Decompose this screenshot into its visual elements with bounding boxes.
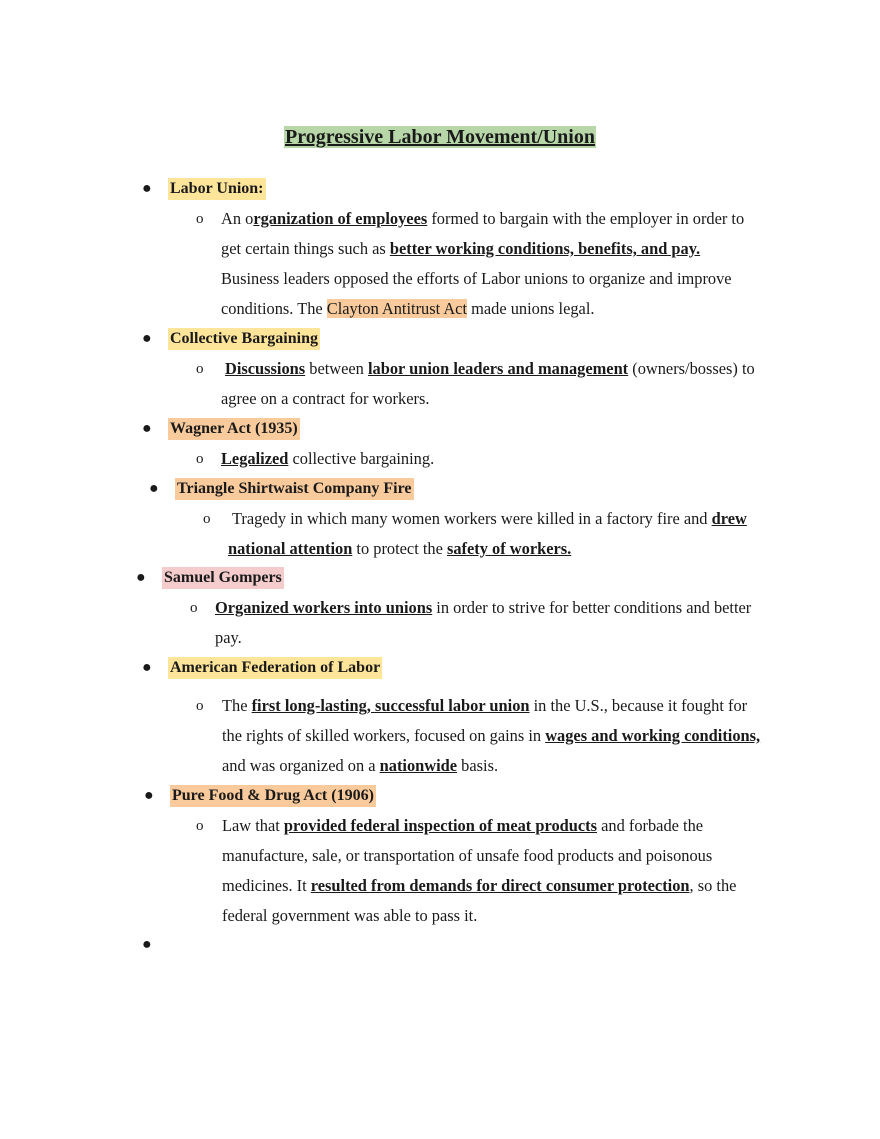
bullet-dot: ●	[136, 569, 146, 586]
sub-bullet: o	[196, 211, 204, 227]
afl-line-2: the rights of skilled workers, focused o…	[222, 726, 761, 745]
sub-bullet: o	[203, 511, 211, 527]
collective-line-2: agree on a contract for workers.	[221, 389, 430, 408]
heading-labor-union: Labor Union:	[168, 178, 266, 200]
labor-union-line-4: conditions. The Clayton Antitrust Act ma…	[221, 299, 595, 318]
labor-union-line-3: Business leaders opposed the efforts of …	[221, 269, 732, 288]
heading-samuel-gompers: Samuel Gompers	[162, 567, 284, 589]
sub-bullet: o	[196, 698, 204, 714]
sub-bullet: o	[190, 600, 198, 616]
collective-line-1: Discussions between labor union leaders …	[225, 359, 755, 378]
sub-bullet: o	[196, 361, 204, 377]
triangle-line-1: Tragedy in which many women workers were…	[232, 509, 747, 528]
sub-bullet: o	[196, 818, 204, 834]
bullet-dot: ●	[149, 480, 159, 497]
clayton-act-highlight: Clayton Antitrust Act	[326, 299, 468, 318]
bullet-dot: ●	[142, 659, 152, 676]
gompers-line-2: pay.	[215, 628, 242, 647]
page-title: Progressive Labor Movement/Union	[284, 126, 596, 148]
wagner-line-1: Legalized collective bargaining.	[221, 449, 435, 468]
afl-line-1: The first long-lasting, successful labor…	[222, 696, 748, 715]
bullet-dot-empty: ●	[142, 936, 152, 953]
pure-food-line-3: medicines. It resulted from demands for …	[222, 876, 737, 895]
heading-wagner-act: Wagner Act (1935)	[168, 418, 300, 440]
pure-food-line-1: Law that provided federal inspection of …	[222, 816, 704, 835]
labor-union-line-1: An organization of employees formed to b…	[221, 209, 745, 228]
pure-food-line-2: manufacture, sale, or transportation of …	[222, 846, 713, 865]
heading-triangle-fire: Triangle Shirtwaist Company Fire	[175, 478, 414, 500]
heading-pure-food-act: Pure Food & Drug Act (1906)	[170, 785, 376, 807]
bullet-dot: ●	[142, 330, 152, 347]
heading-afl: American Federation of Labor	[168, 657, 383, 679]
labor-union-line-2: get certain things such as better workin…	[221, 239, 701, 258]
sub-bullet: o	[196, 451, 204, 467]
gompers-line-1: Organized workers into unions in order t…	[215, 598, 752, 617]
bullet-dot: ●	[142, 420, 152, 437]
triangle-line-2: national attention to protect the safety…	[228, 539, 572, 558]
heading-collective-bargaining: Collective Bargaining	[168, 328, 320, 350]
afl-line-3: and was organized on a nationwide basis.	[222, 756, 499, 775]
bullet-dot: ●	[144, 787, 154, 804]
bullet-dot: ●	[142, 180, 152, 197]
pure-food-line-4: federal government was able to pass it.	[222, 906, 478, 925]
